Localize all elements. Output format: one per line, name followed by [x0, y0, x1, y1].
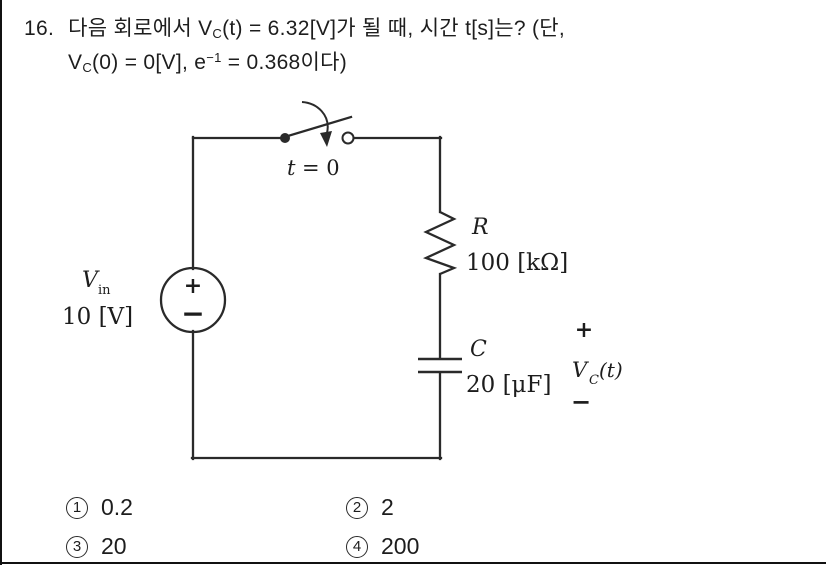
vc-subscript: C	[82, 60, 93, 75]
question-text: (0) = 0[V], e	[92, 51, 207, 74]
question-line-1: 16. 다음 회로에서 VC(t) = 6.32[V]가 될 때, 시간 t[s]…	[24, 12, 804, 46]
option-3-value: 20	[101, 533, 127, 559]
vc-label: V	[572, 358, 589, 382]
vin-label: V	[82, 268, 100, 293]
resistor-label: R	[471, 215, 489, 240]
question-block: 16.다음 회로에서 VC(t) = 6.32[V]가 될 때, 시간 t[s]…	[24, 12, 804, 80]
question-line-2: VC(0) = 0[V], e−1 = 0.368이다)	[68, 46, 804, 80]
voltage-source-circle	[159, 266, 227, 334]
answer-option-1: 1 0.2	[66, 494, 133, 521]
source-plus-sign: +	[184, 273, 202, 299]
answer-option-2: 2 2	[346, 494, 394, 521]
vc-label-subscript: C	[589, 373, 599, 388]
question-text: = 0.368이다)	[221, 51, 348, 74]
exponent: −1	[206, 50, 222, 65]
capacitor-label: C	[470, 337, 487, 362]
option-3-circle-number: 3	[66, 535, 88, 558]
question-text: (t) = 6.32[V]가 될 때, 시간 t[s]는? (단,	[222, 17, 566, 40]
resistor-symbol	[422, 210, 458, 276]
switch-time-value: = 0	[302, 156, 340, 180]
option-1-value: 0.2	[101, 494, 133, 520]
option-1-circle-number: 1	[66, 496, 88, 519]
vc-label-argument: (t)	[599, 358, 623, 382]
switch-contact-dot	[280, 133, 290, 143]
answer-option-3: 3 20	[66, 533, 127, 560]
answer-option-4: 4 200	[346, 533, 419, 560]
switch-arrowhead-icon	[320, 131, 332, 147]
switch-closing-arc	[301, 101, 329, 134]
switch-open-terminal	[341, 131, 355, 145]
page-left-border	[0, 0, 2, 565]
source-minus-sign: −	[181, 297, 204, 330]
page-bottom-border	[0, 562, 826, 564]
question-number: 16.	[24, 17, 55, 40]
vc-minus-sign: −	[571, 387, 591, 416]
option-2-value: 2	[381, 494, 394, 520]
vin-value: 10 [V]	[62, 304, 133, 330]
option-4-value: 200	[381, 533, 420, 559]
vc-subscript: C	[212, 26, 223, 41]
vc-plus-sign: +	[575, 317, 593, 343]
question-text: 다음 회로에서 V	[68, 17, 213, 40]
option-2-circle-number: 2	[346, 496, 368, 519]
switch-blade	[286, 115, 353, 138]
switch-time-variable: t	[287, 156, 296, 180]
resistor-value: 100 [kΩ]	[466, 250, 568, 276]
capacitor-value: 20 [μF]	[466, 372, 551, 398]
vin-subscript: in	[98, 283, 111, 298]
option-4-circle-number: 4	[346, 535, 368, 558]
question-text: V	[68, 51, 83, 74]
